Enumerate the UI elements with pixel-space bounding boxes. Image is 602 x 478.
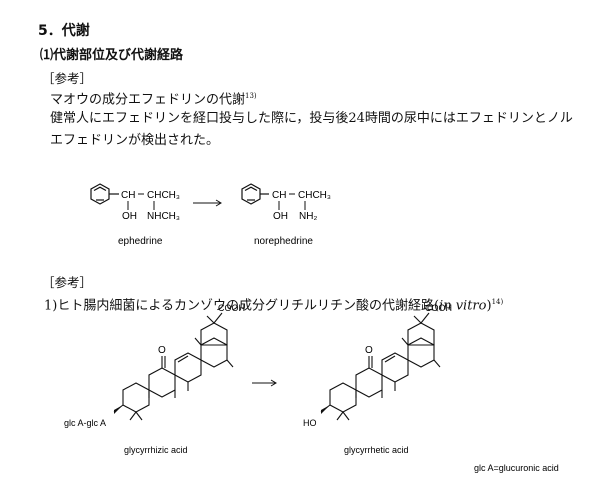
ref2-paren-close: ) — [486, 298, 492, 314]
glycyrrhizic-wedge — [114, 405, 123, 414]
ref2-citation: 14) — [491, 298, 504, 306]
glycyrrhetic-oxo: O — [365, 345, 373, 356]
ref2-heading: 1)ヒト腸内細菌によるカンゾウの成分グリチルリチン酸の代謝経路(in vitro… — [44, 292, 503, 316]
ephedrine-chch3: CHCH₃ — [147, 190, 180, 201]
glucuronic-note: glc A=glucuronic acid — [474, 463, 559, 473]
norephedrine-chch3: CHCH₃ — [298, 190, 331, 201]
section-subtitle: ⑴代謝部位及び代謝経路 — [40, 48, 184, 63]
norephedrine-name: norephedrine — [254, 236, 313, 247]
ephedrine-oh: OH — [122, 211, 137, 222]
ref1-citation: 13) — [245, 92, 257, 100]
section-title: 5．代謝 — [38, 23, 90, 39]
ref2-paren-open: ( — [433, 298, 440, 314]
glycyrrhizic-name: glycyrrhizic acid — [124, 445, 188, 455]
glycyrrhetic-cooh: COOH — [425, 303, 452, 313]
ephedrine-nhch3: NHCH₃ — [147, 211, 180, 222]
norephedrine-oh: OH — [273, 211, 288, 222]
norephedrine-benzene-ring — [241, 183, 269, 205]
reaction-arrow-1 — [193, 199, 222, 207]
ref1-line-1: 健常人にエフェドリンを経口投与した際に，投与後24時間の尿中にはエフェドリンとノ… — [50, 111, 573, 126]
ephedrine-ch: CH — [121, 190, 135, 201]
glycyrrhetic-name: glycyrrhetic acid — [344, 445, 409, 455]
ephedrine-name: ephedrine — [118, 236, 163, 247]
glycyrrhetic-acid-structure — [320, 312, 441, 421]
ref1-heading: マオウの成分エフェドリンの代謝13) — [50, 86, 257, 110]
glycyrrhizic-acid-structure — [113, 312, 234, 421]
ref1-heading-text: マオウの成分エフェドリンの代謝 — [50, 92, 246, 108]
ref2-heading-text: 1)ヒト腸内細菌によるカンゾウの成分グリチルリチン酸の代謝経路 — [44, 298, 434, 314]
ref2-in-vitro: in vitro — [439, 298, 487, 314]
glycyrrhizic-oxo: O — [158, 345, 166, 356]
glycyrrhizic-cooh: COOH — [218, 303, 245, 313]
reference-label-2: ［参考］ — [42, 275, 93, 290]
glycyrrhetic-ho: HO — [303, 418, 317, 428]
reaction-arrow-2 — [252, 379, 277, 387]
ref1-line-2: エフェドリンが検出された。 — [50, 133, 220, 148]
norephedrine-nh2: NH₂ — [299, 211, 317, 222]
glycyrrhetic-wedge — [321, 405, 330, 414]
glycyrrhizic-glc-label: glc A-glc A — [64, 418, 106, 428]
ephedrine-benzene-ring — [90, 183, 119, 205]
reference-label-1: ［参考］ — [42, 71, 93, 86]
norephedrine-ch: CH — [272, 190, 286, 201]
